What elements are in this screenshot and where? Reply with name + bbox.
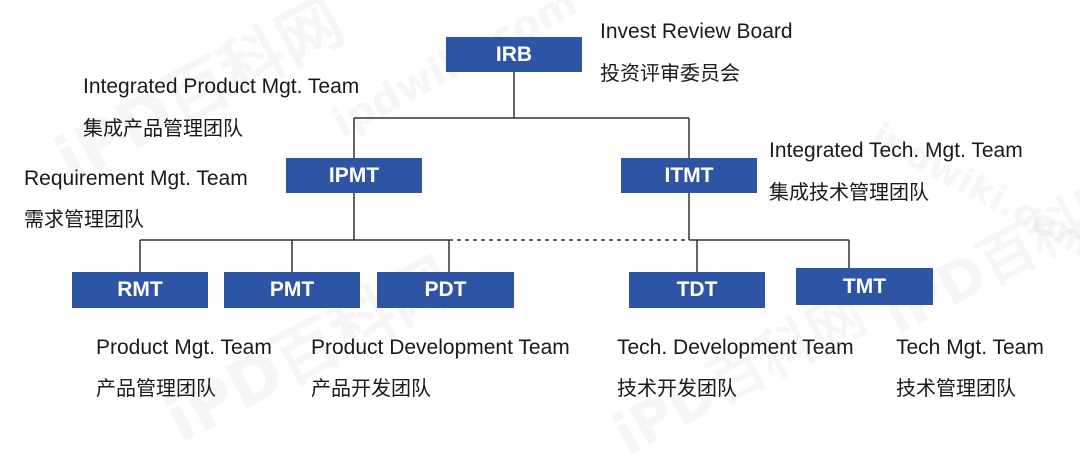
node-tmt: TMT [796,268,933,305]
label-rmt-en: Requirement Mgt. Team [24,167,248,190]
node-itmt: ITMT [621,158,757,193]
label-tmt-cn: 技术管理团队 [896,376,1016,400]
label-pdt-cn: 产品开发团队 [311,376,431,400]
label-rmt-cn: 需求管理团队 [24,207,144,231]
label-tmt-en: Tech Mgt. Team [896,336,1044,359]
label-irb-en: Invest Review Board [600,20,793,43]
node-ipmt: IPMT [286,158,422,193]
org-diagram: iPD百科网 ipdwiki.com iPD百科网 iPD百科网 ipdwiki… [24,20,1044,400]
label-itmt-cn: 集成技术管理团队 [769,180,929,204]
label-tdt-cn: 技术开发团队 [617,376,737,400]
connector-lines [139,72,850,272]
label-ipmt-cn: 集成产品管理团队 [83,116,243,140]
node-irb: IRB [446,37,582,72]
node-pmt: PMT [224,272,360,308]
label-ipmt-en: Integrated Product Mgt. Team [83,75,360,98]
label-irb-cn: 投资评审委员会 [600,61,740,85]
label-itmt-en: Integrated Tech. Mgt. Team [769,139,1023,162]
node-tdt: TDT [629,272,765,308]
label-pdt-en: Product Development Team [311,336,570,359]
node-pdt: PDT [377,272,514,308]
node-rmt: RMT [72,272,208,308]
label-pmt-cn: 产品管理团队 [96,376,216,400]
label-pmt-en: Product Mgt. Team [96,336,272,359]
label-tdt-en: Tech. Development Team [617,336,854,359]
